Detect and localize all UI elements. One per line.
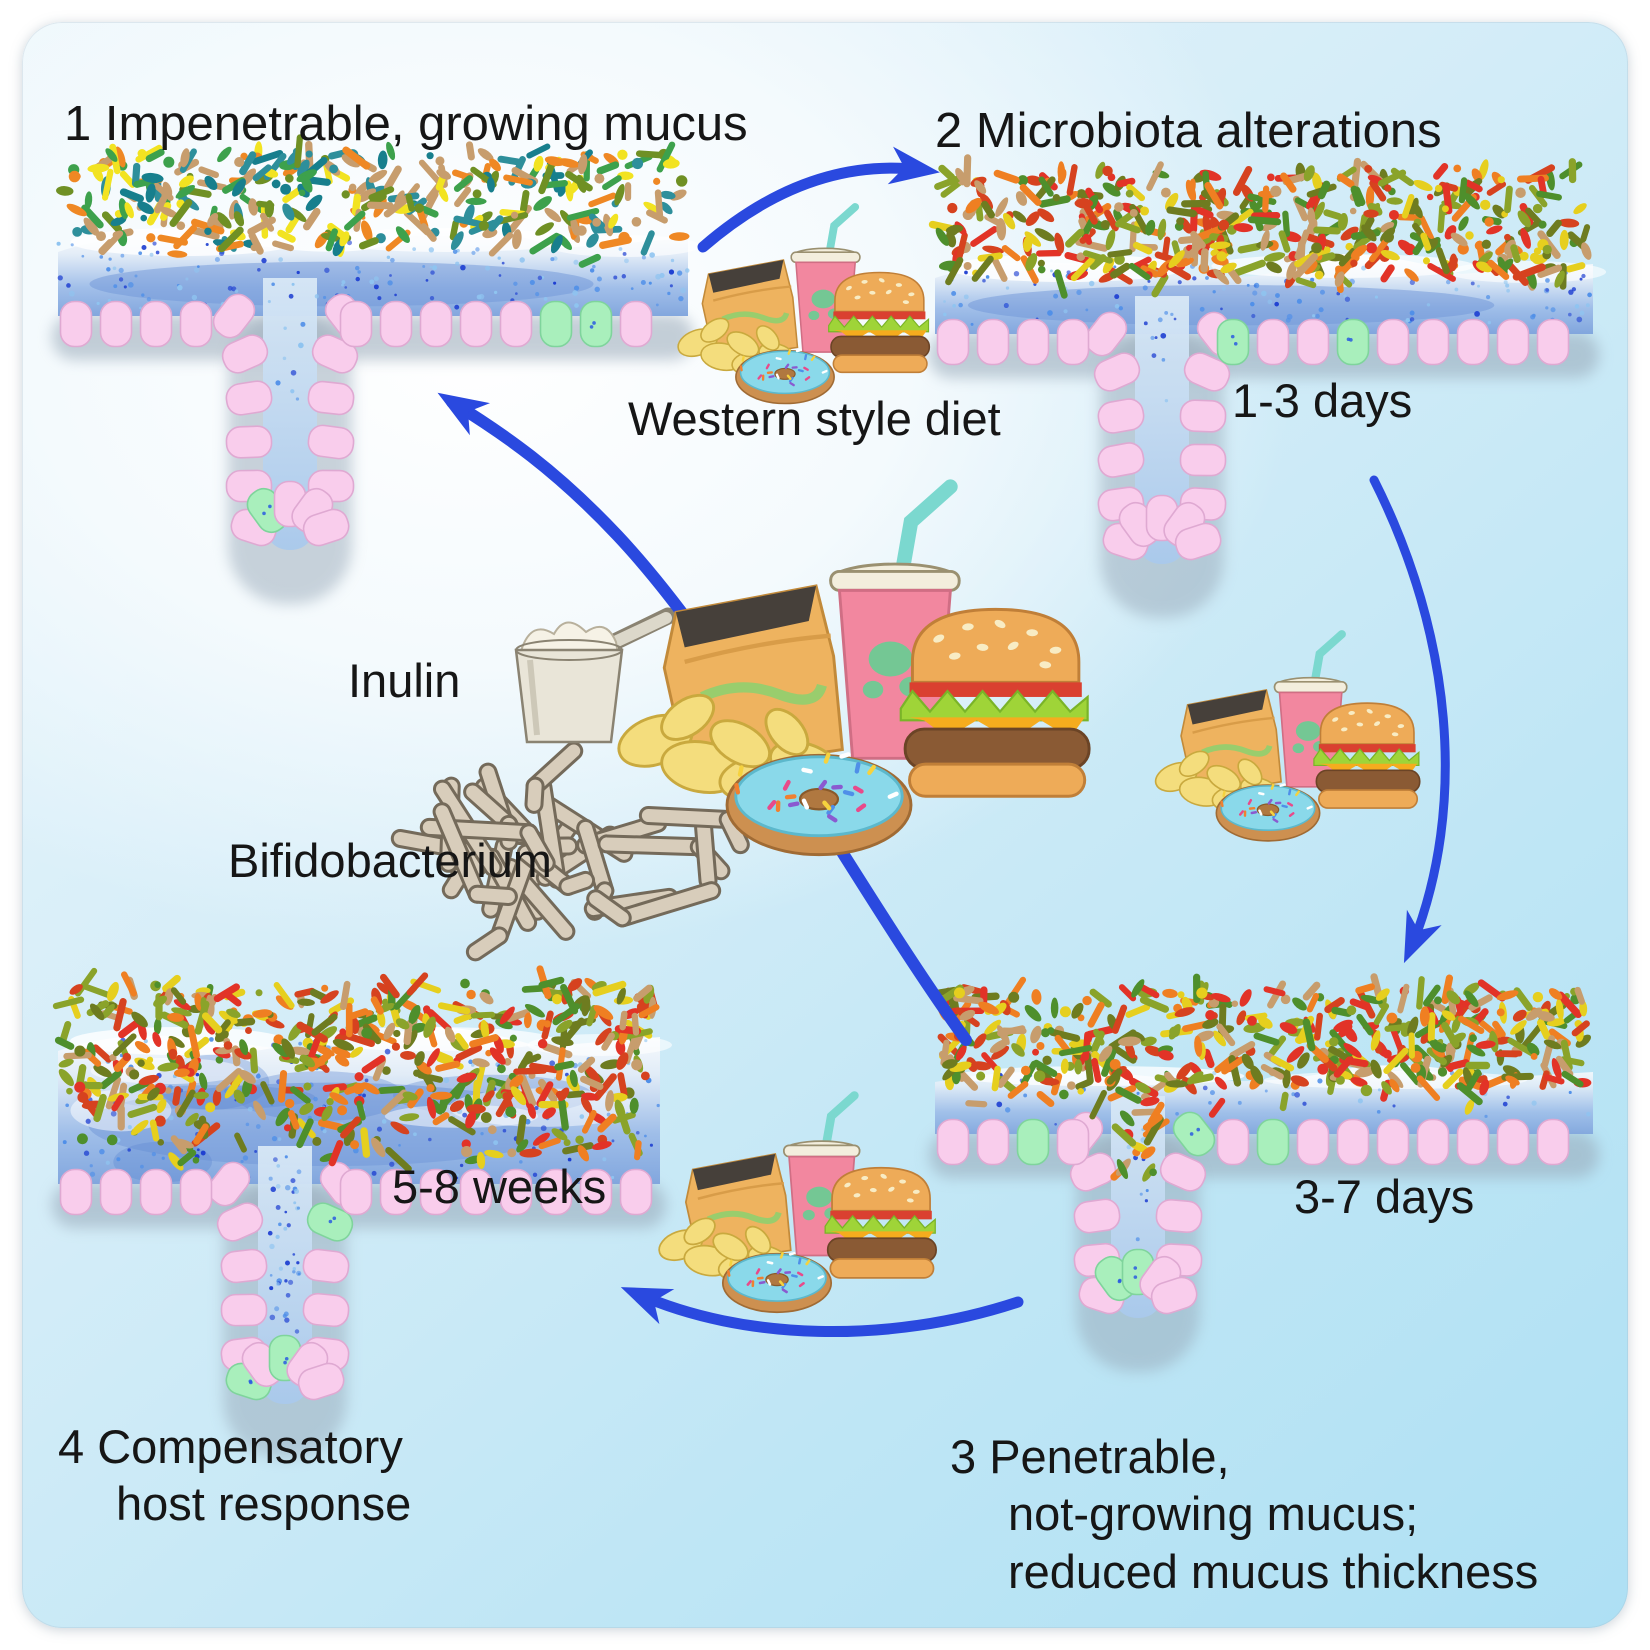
western-diet-label: Western style diet xyxy=(628,392,1001,445)
arrow-stage2-to-stage3 xyxy=(1369,475,1450,964)
arrow-stage3-to-stage4 xyxy=(620,1287,1024,1338)
time-3-7-days-label: 3-7 days xyxy=(1294,1170,1475,1223)
fast-food-icon-bottom xyxy=(655,1096,936,1313)
time-1-3-days-label: 1-3 days xyxy=(1232,374,1413,427)
inulin-label: Inulin xyxy=(348,654,461,707)
bifidobacterium-icon xyxy=(390,741,750,962)
arrow-recovery-to-stage1 xyxy=(437,392,972,1046)
panel-4-compensatory-host-response xyxy=(52,965,673,1458)
stage-4-label: 4 Compensatory host response xyxy=(58,1420,412,1531)
figure-artwork xyxy=(52,134,1607,1458)
bifidobacterium-label: Bifidobacterium xyxy=(228,834,552,887)
panel-1-impenetrable-growing-mucus xyxy=(52,134,701,604)
panel-3-penetrable-mucus xyxy=(929,973,1599,1372)
figure-canvas: 1 Impenetrable, growing mucus 2 Microbio… xyxy=(22,22,1628,1628)
fast-food-icon-right xyxy=(1152,634,1420,841)
arrow-stage1-to-stage2 xyxy=(697,146,940,253)
panel-2-microbiota-alterations xyxy=(928,154,1607,618)
fast-food-icon-center xyxy=(612,487,1089,855)
stage-2-label: 2 Microbiota alterations xyxy=(935,104,1442,158)
time-5-8-weeks-label: 5-8 weeks xyxy=(392,1160,607,1213)
stage-3-label: 3 Penetrable, not-growing mucus; reduced… xyxy=(950,1430,1539,1598)
stage-1-label: 1 Impenetrable, growing mucus xyxy=(64,97,748,151)
